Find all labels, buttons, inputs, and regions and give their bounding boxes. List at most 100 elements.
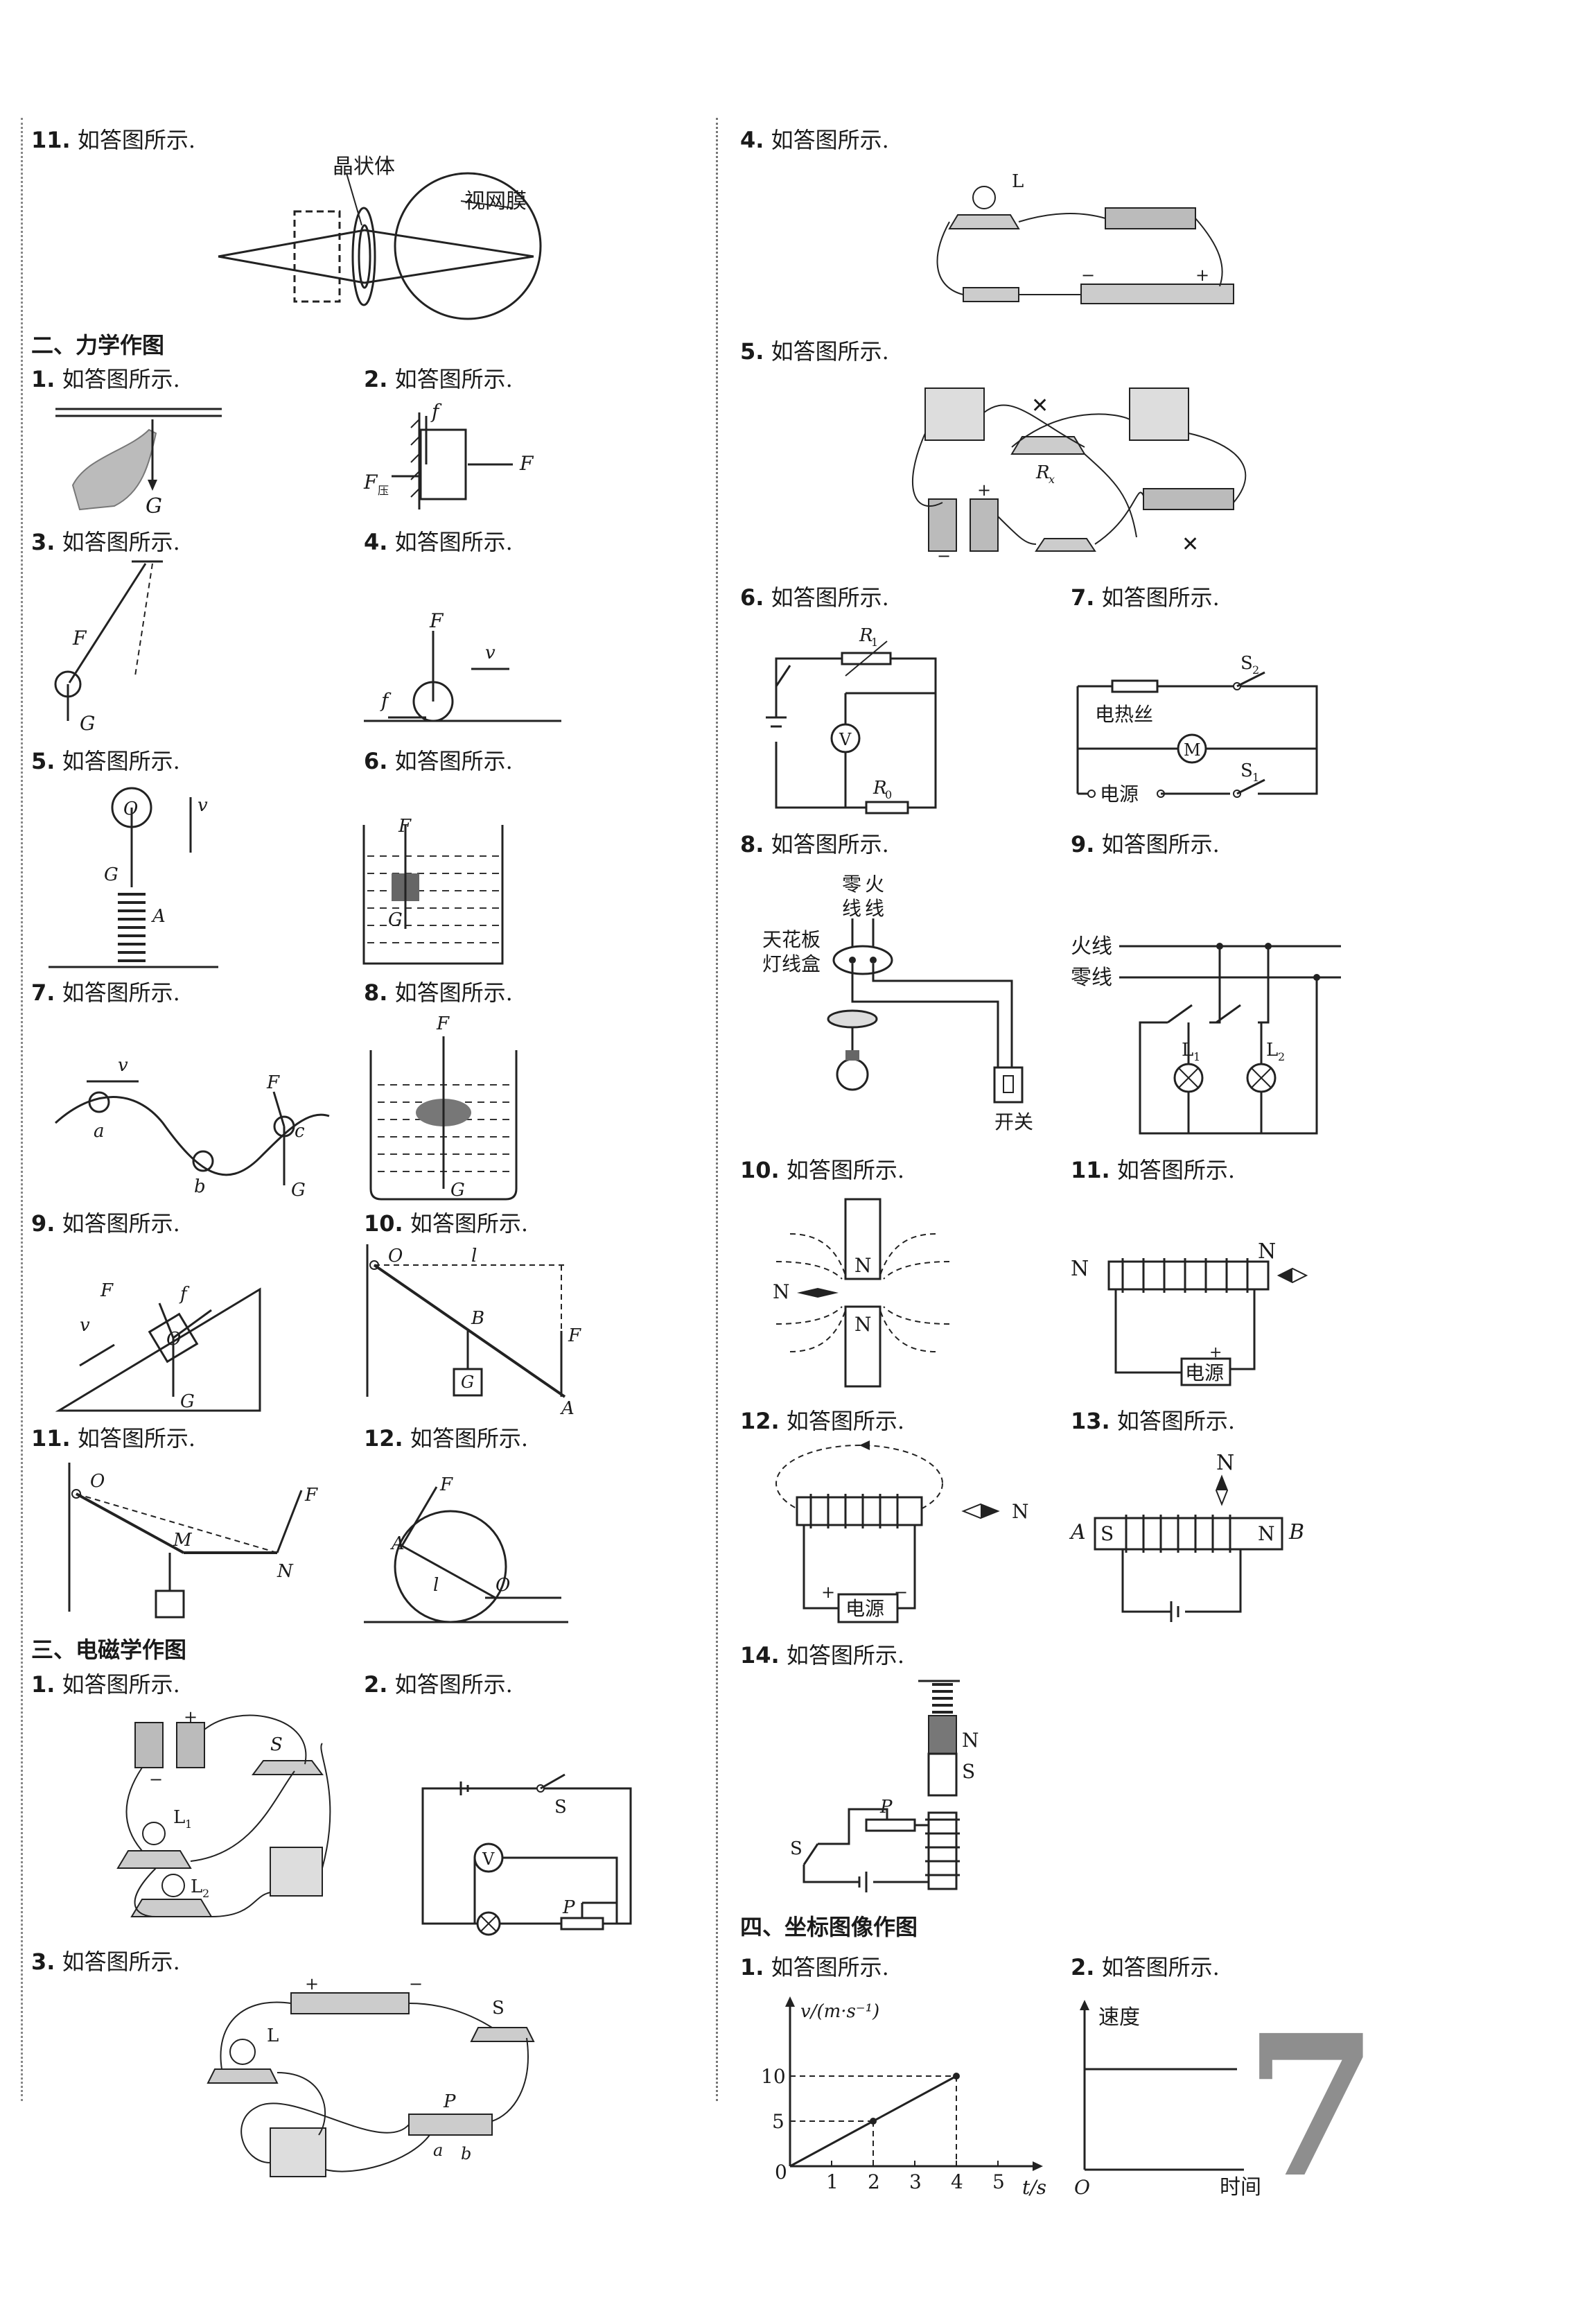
y-tick-label: 10: [761, 2065, 786, 2088]
svg-text:F: F: [429, 609, 444, 632]
svg-text:A: A: [560, 1398, 575, 1419]
svg-text:−: −: [409, 1974, 423, 1994]
svg-text:火: 火: [865, 873, 884, 896]
svg-text:A: A: [151, 906, 166, 927]
svg-text:b: b: [461, 2144, 471, 2163]
svg-text:压: 压: [378, 484, 389, 497]
caption-mech-5: 5. 如答图所示.: [31, 748, 180, 774]
beaker-float-diagram: F G: [369, 1013, 518, 1201]
svg-text:N: N: [1258, 1239, 1276, 1264]
hand-pressing-ceiling-diagram: G: [55, 408, 222, 519]
svg-text:电源: 电源: [845, 1597, 884, 1620]
svg-text:N: N: [962, 1729, 979, 1752]
block-in-liquid-diagram: F G: [362, 816, 504, 965]
neutral-wire-label: 零线: [1071, 966, 1112, 990]
svg-text:M: M: [1184, 740, 1201, 760]
x-tick-label: 3: [909, 2170, 922, 2193]
power-source-label-7: 电源: [1100, 783, 1139, 805]
column-divider: [716, 118, 718, 2101]
solenoid-power-12: N 电源 + −: [775, 1440, 1029, 1623]
svg-text:S: S: [270, 1734, 283, 1755]
svg-text:L: L: [1182, 1040, 1193, 1061]
svg-text:a: a: [433, 2141, 443, 2160]
svg-text:F: F: [266, 1072, 280, 1093]
svg-text:G: G: [104, 864, 119, 885]
section-graphs: 四、坐标图像作图: [740, 1914, 918, 1940]
svg-text:O: O: [90, 1471, 105, 1492]
svg-text:N: N: [1258, 1522, 1275, 1545]
bent-lever-diagram: O M F N: [68, 1463, 318, 1619]
svg-text:a: a: [94, 1121, 105, 1142]
svg-text:+: +: [1195, 265, 1209, 285]
svg-text:F: F: [398, 816, 412, 837]
svg-text:2: 2: [1278, 1050, 1285, 1063]
svg-text:✕: ✕: [1182, 532, 1199, 557]
lever-rope-diagram: O l G B F A: [366, 1244, 581, 1419]
circuit-bulb-rheostat-diagram: + − S L P a b: [207, 1974, 535, 2177]
section-mechanics: 二、力学作图: [31, 332, 165, 358]
svg-text:v: v: [118, 1055, 128, 1076]
svg-text:N: N: [1216, 1451, 1234, 1475]
svg-text:c: c: [295, 1121, 305, 1142]
caption-em-8: 8. 如答图所示.: [740, 831, 889, 857]
svg-text:灯线盒: 灯线盒: [762, 952, 821, 975]
svg-text:F: F: [439, 1474, 453, 1495]
page-number: 7: [1244, 1993, 1379, 2221]
svg-text:线: 线: [842, 897, 861, 920]
schematic-voltmeter-rheostat: S V P: [421, 1773, 632, 1936]
heater-wire-label: 电热丝: [1095, 703, 1153, 726]
svg-text:L: L: [267, 2025, 279, 2046]
incline-block-diagram: O G F f v: [55, 1280, 261, 1412]
svg-text:−: −: [937, 546, 951, 566]
caption-em-12: 12. 如答图所示.: [740, 1408, 905, 1434]
svg-text:+: +: [184, 1707, 198, 1727]
svg-text:S: S: [962, 1760, 975, 1783]
svg-text:−: −: [894, 1583, 908, 1602]
svg-text:l: l: [433, 1575, 439, 1596]
time-label: 时间: [1220, 2175, 1261, 2199]
pendulum-diagram: G F: [54, 560, 163, 735]
magnet-field-lines: N N N: [773, 1198, 950, 1388]
svg-text:L: L: [191, 1876, 202, 1897]
y-axis-arrow: [1080, 2000, 1089, 2010]
svg-text:G: G: [388, 909, 403, 930]
solenoid-power-11: N N 电源 +: [1071, 1239, 1308, 1386]
svg-text:R: R: [859, 625, 873, 646]
svg-text:1: 1: [1252, 771, 1259, 784]
svg-text:A: A: [1069, 1520, 1086, 1544]
svg-text:V: V: [839, 730, 852, 749]
x-tick-label: 2: [868, 2170, 880, 2193]
svg-text:G: G: [180, 1391, 195, 1412]
svg-text:P: P: [443, 2091, 456, 2112]
caption-em-6: 6. 如答图所示.: [740, 584, 889, 611]
caption-mech-2: 2. 如答图所示.: [364, 366, 513, 392]
caption-em-9: 9. 如答图所示.: [1071, 831, 1220, 857]
caption-mech-10: 10. 如答图所示.: [364, 1210, 529, 1237]
svg-text:P: P: [562, 1897, 575, 1918]
svg-text:F: F: [519, 452, 534, 475]
caption-mech-3: 3. 如答图所示.: [31, 529, 180, 555]
eye-diagram: 晶状体 视网膜: [218, 155, 542, 320]
svg-text:F: F: [304, 1485, 318, 1506]
caption-mech-7: 7. 如答图所示.: [31, 979, 180, 1006]
caption-em-3: 3. 如答图所示.: [31, 1949, 180, 1975]
schematic-r1-r0-voltmeter: R1 V R0: [766, 625, 937, 814]
circuit-ammeter-voltmeter-rx: Rx + − ✕ ✕: [911, 387, 1247, 566]
rolling-ball-diagram: F f v: [364, 609, 561, 722]
svg-text:✕: ✕: [1031, 394, 1049, 418]
section-electromagnetism: 三、电磁学作图: [31, 1637, 187, 1663]
caption-em-13: 13. 如答图所示.: [1071, 1408, 1236, 1434]
caption-mech-1: 1. 如答图所示.: [31, 366, 180, 392]
left-margin-rule: [21, 118, 23, 2101]
speed-label: 速度: [1098, 2005, 1140, 2030]
x-tick-label: 1: [826, 2170, 839, 2193]
caption-mech-12: 12. 如答图所示.: [364, 1425, 529, 1452]
caption-mech-8: 8. 如答图所示.: [364, 979, 513, 1006]
wheel-step-diagram: A O l F: [364, 1474, 568, 1623]
svg-text:G: G: [80, 712, 95, 735]
caption-graph-1: 1. 如答图所示.: [740, 1954, 889, 1980]
switch-label: 开关: [994, 1110, 1033, 1133]
svg-text:S: S: [790, 1838, 803, 1859]
